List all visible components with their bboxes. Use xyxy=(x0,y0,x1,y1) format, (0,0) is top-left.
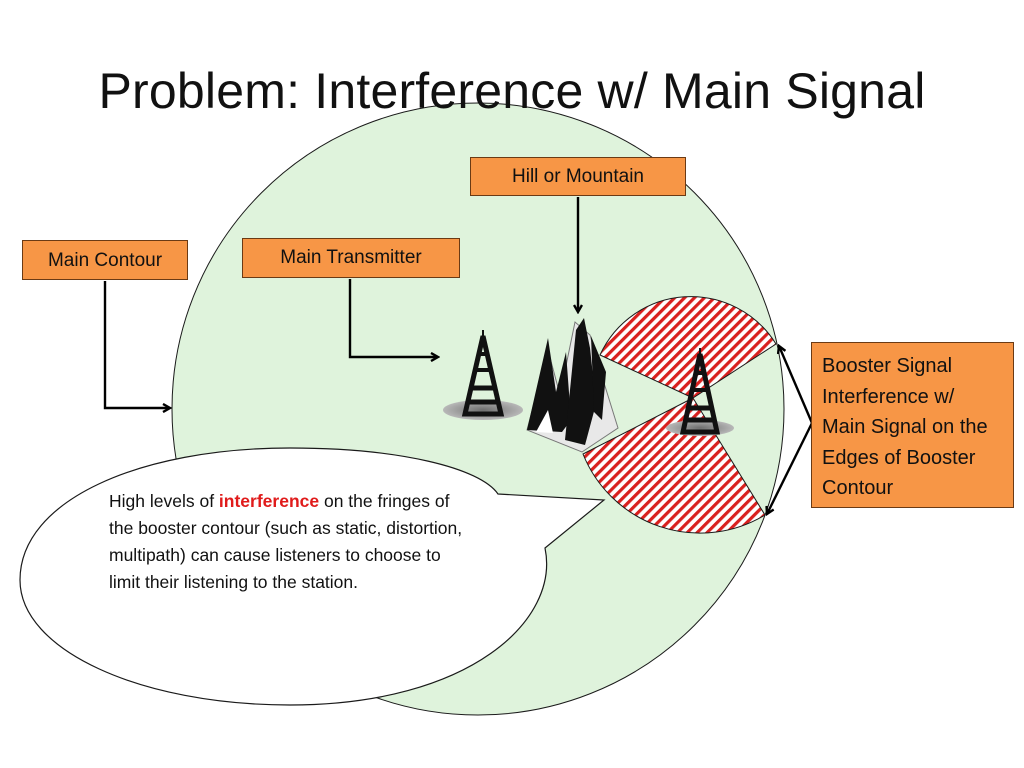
arrow-transmitter xyxy=(348,279,438,357)
main-transmitter-label: Main Transmitter xyxy=(242,238,460,278)
booster-interference-label: Booster Signal Interference w/ Main Sign… xyxy=(811,342,1014,508)
arrow-contour xyxy=(103,281,170,408)
callout-bubble xyxy=(19,447,606,706)
radio-tower-icon xyxy=(443,330,523,420)
callout-text: High levels of interference on the fring… xyxy=(109,488,469,596)
radio-tower-icon xyxy=(666,348,734,436)
slide-title: Problem: Interference w/ Main Signal xyxy=(98,63,926,119)
interference-wedge-top xyxy=(599,296,777,399)
arrow-booster-top xyxy=(779,346,814,424)
main-contour-label: Main Contour xyxy=(22,240,188,280)
callout-text-after: on the fringes of the booster contour (s… xyxy=(109,491,463,592)
callout-text-before: High levels of xyxy=(109,491,219,511)
mountain-icon xyxy=(526,318,619,453)
booster-contour xyxy=(582,296,777,534)
interference-wedge-bottom xyxy=(582,397,766,534)
arrow-booster-bottom xyxy=(767,422,814,514)
hill-or-mountain-label: Hill or Mountain xyxy=(470,157,686,196)
callout-highlight: interference xyxy=(218,491,320,511)
